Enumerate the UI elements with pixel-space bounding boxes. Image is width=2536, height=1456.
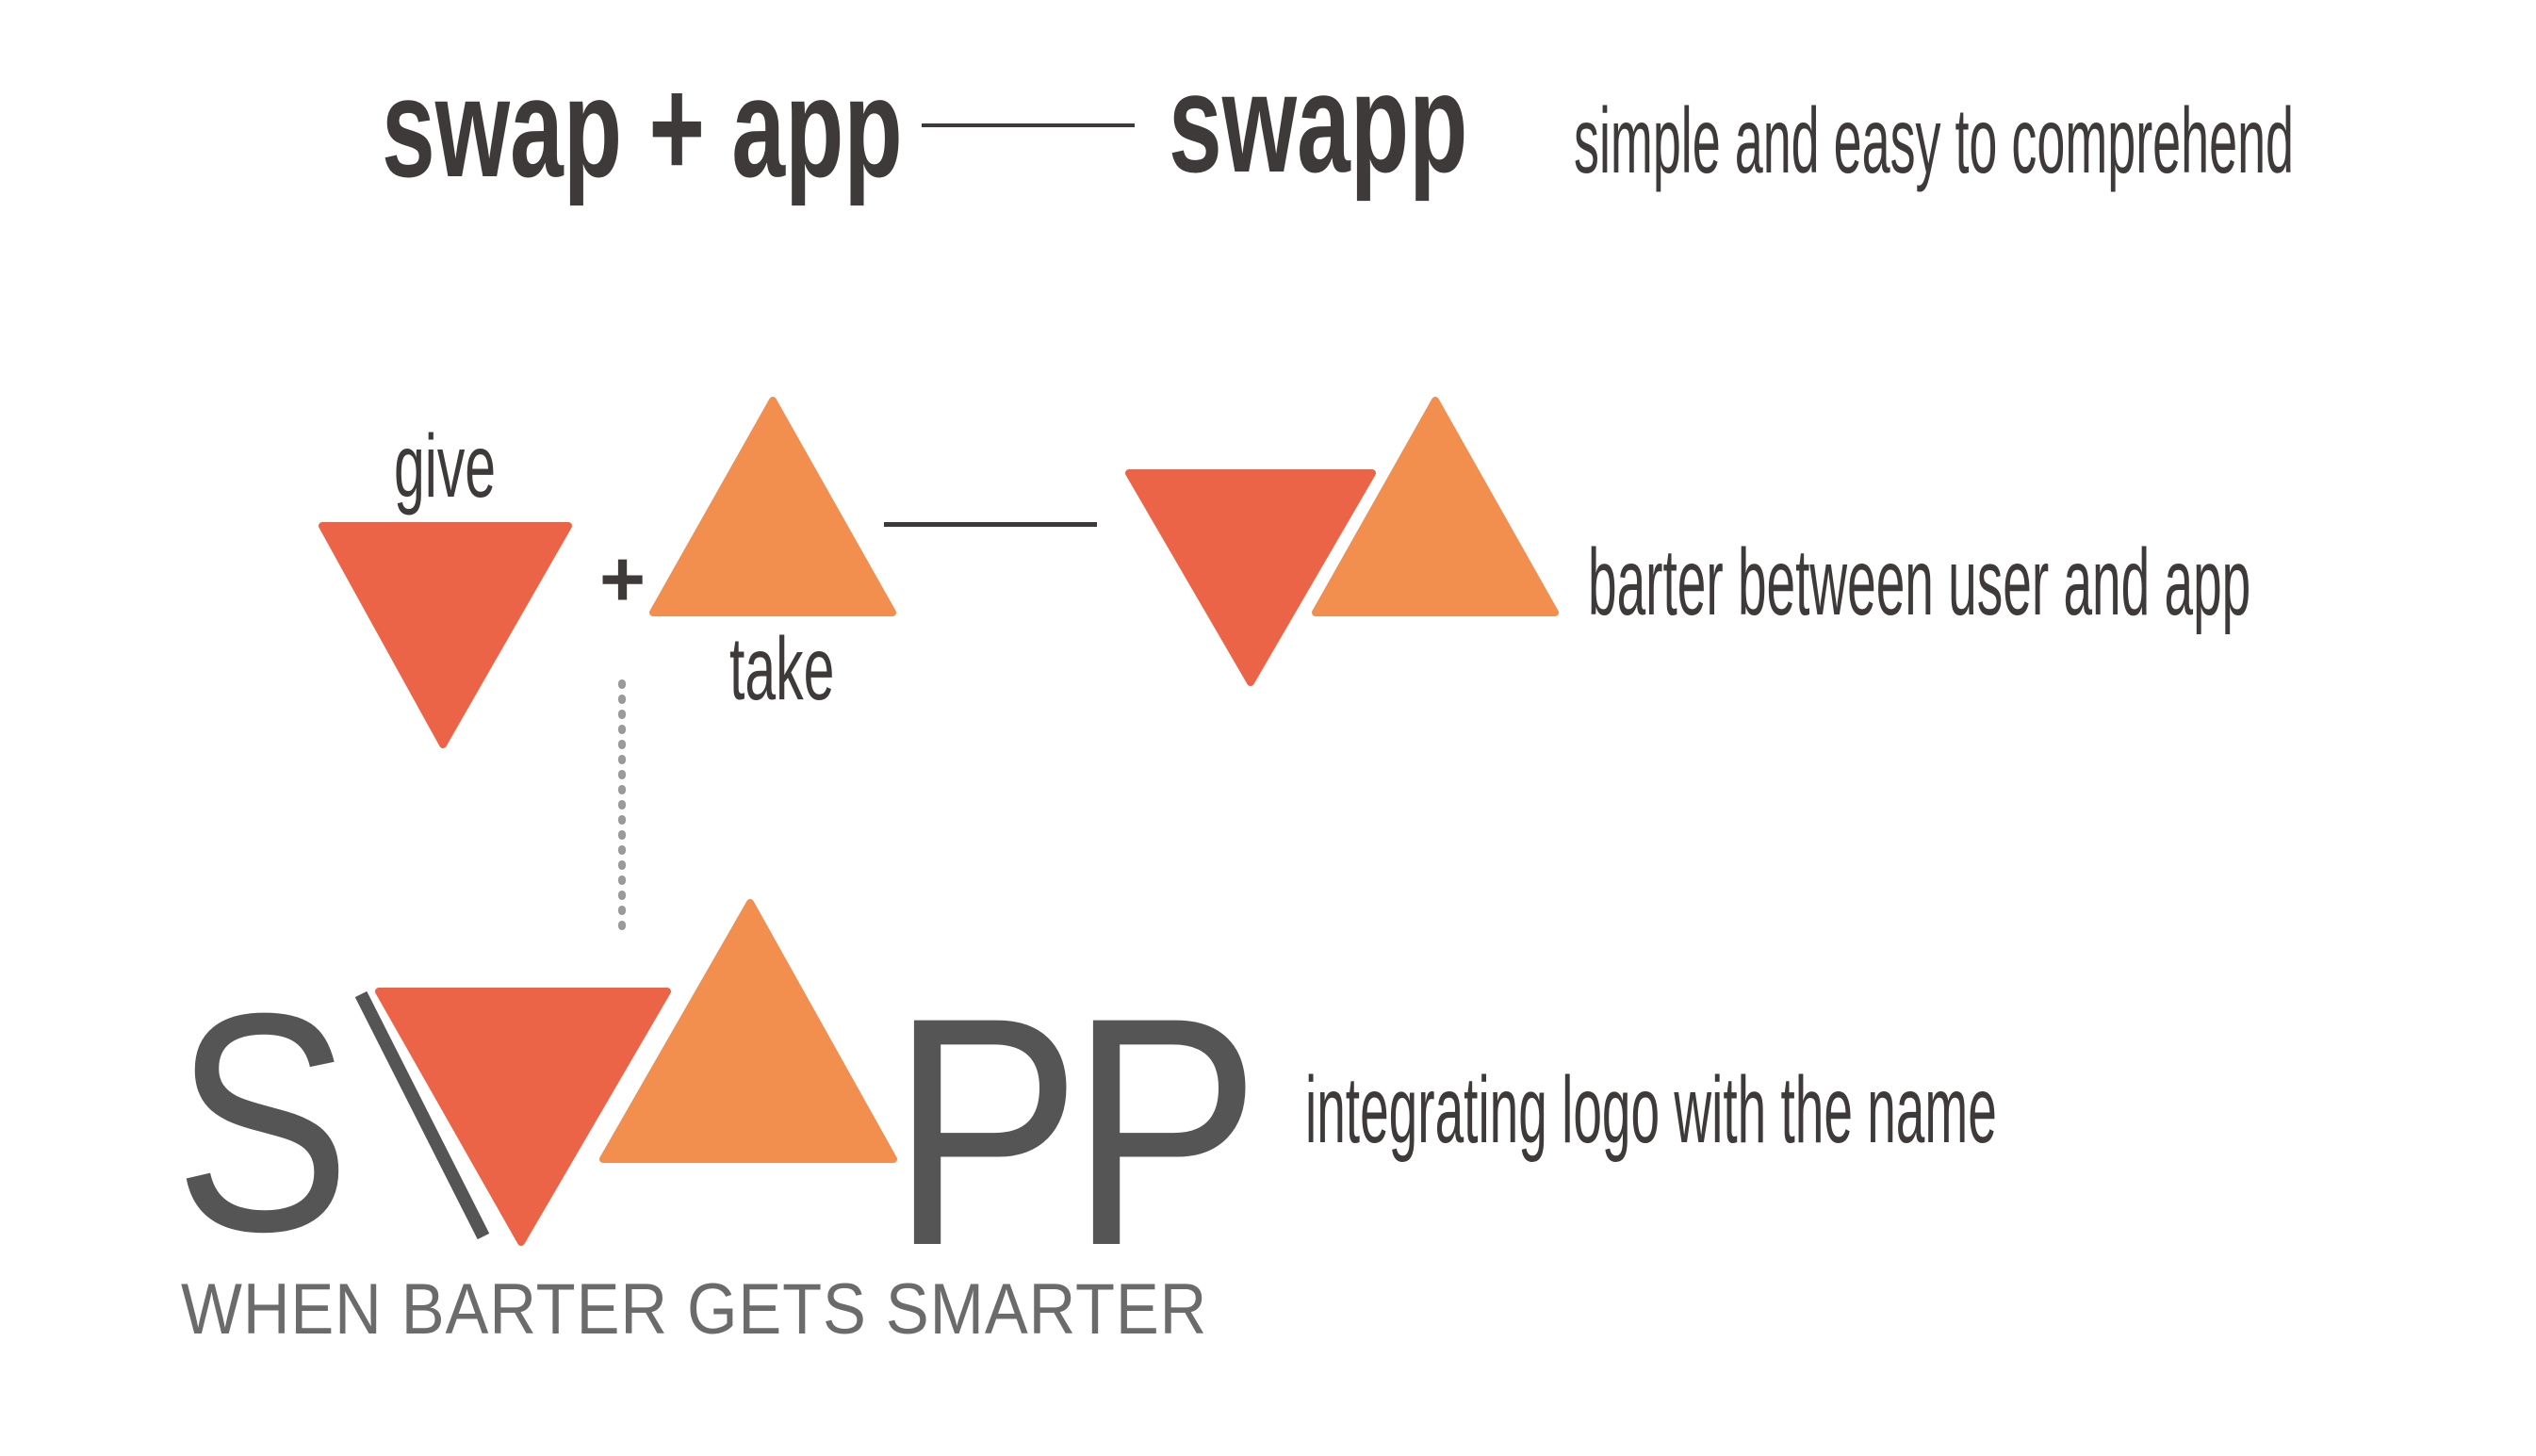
logo-give-triangle (375, 988, 671, 1246)
row1-connector-line (922, 123, 1135, 127)
row2-note: barter between user and app (1588, 535, 2536, 630)
row3-note-text: integrating logo with the name (1305, 1057, 1997, 1163)
logo-letter-p1: P (891, 950, 1082, 1313)
row3-note: integrating logo with the name (1305, 1063, 2536, 1157)
row2-note-text: barter between user and app (1588, 530, 2251, 635)
take-label-text: take (729, 619, 835, 719)
swapp-logo: S P P (174, 899, 1261, 1313)
row1-equation: swap + app (382, 57, 1148, 198)
logo-tagline: WHEN BARTER GETS SMARTER (181, 1274, 1316, 1346)
give-label: give (394, 422, 558, 512)
combined-take-triangle (1312, 397, 1559, 616)
row1-note: simple and easy to comprehend (1574, 94, 2536, 187)
row1-note-text: simple and easy to comprehend (1574, 89, 2295, 192)
take-label: take (729, 625, 899, 714)
tagline-text: WHEN BARTER GETS SMARTER (181, 1269, 1208, 1350)
equation-text: swap + app (382, 48, 903, 206)
plus-sign: + (599, 539, 646, 618)
combined-give-triangle (1125, 469, 1376, 686)
row2-connector-line (884, 522, 1097, 527)
row1-result: swapp (1169, 52, 1609, 193)
give-triangle (319, 522, 572, 748)
logo-take-triangle (599, 899, 897, 1163)
plus-sign-text: + (599, 534, 646, 623)
logo-w-stroke (354, 990, 490, 1240)
result-text: swapp (1169, 43, 1468, 202)
logo-letter-p2: P (1070, 950, 1261, 1313)
logo-letter-s: S (174, 949, 351, 1297)
take-triangle (649, 397, 896, 616)
give-label-text: give (394, 417, 497, 516)
